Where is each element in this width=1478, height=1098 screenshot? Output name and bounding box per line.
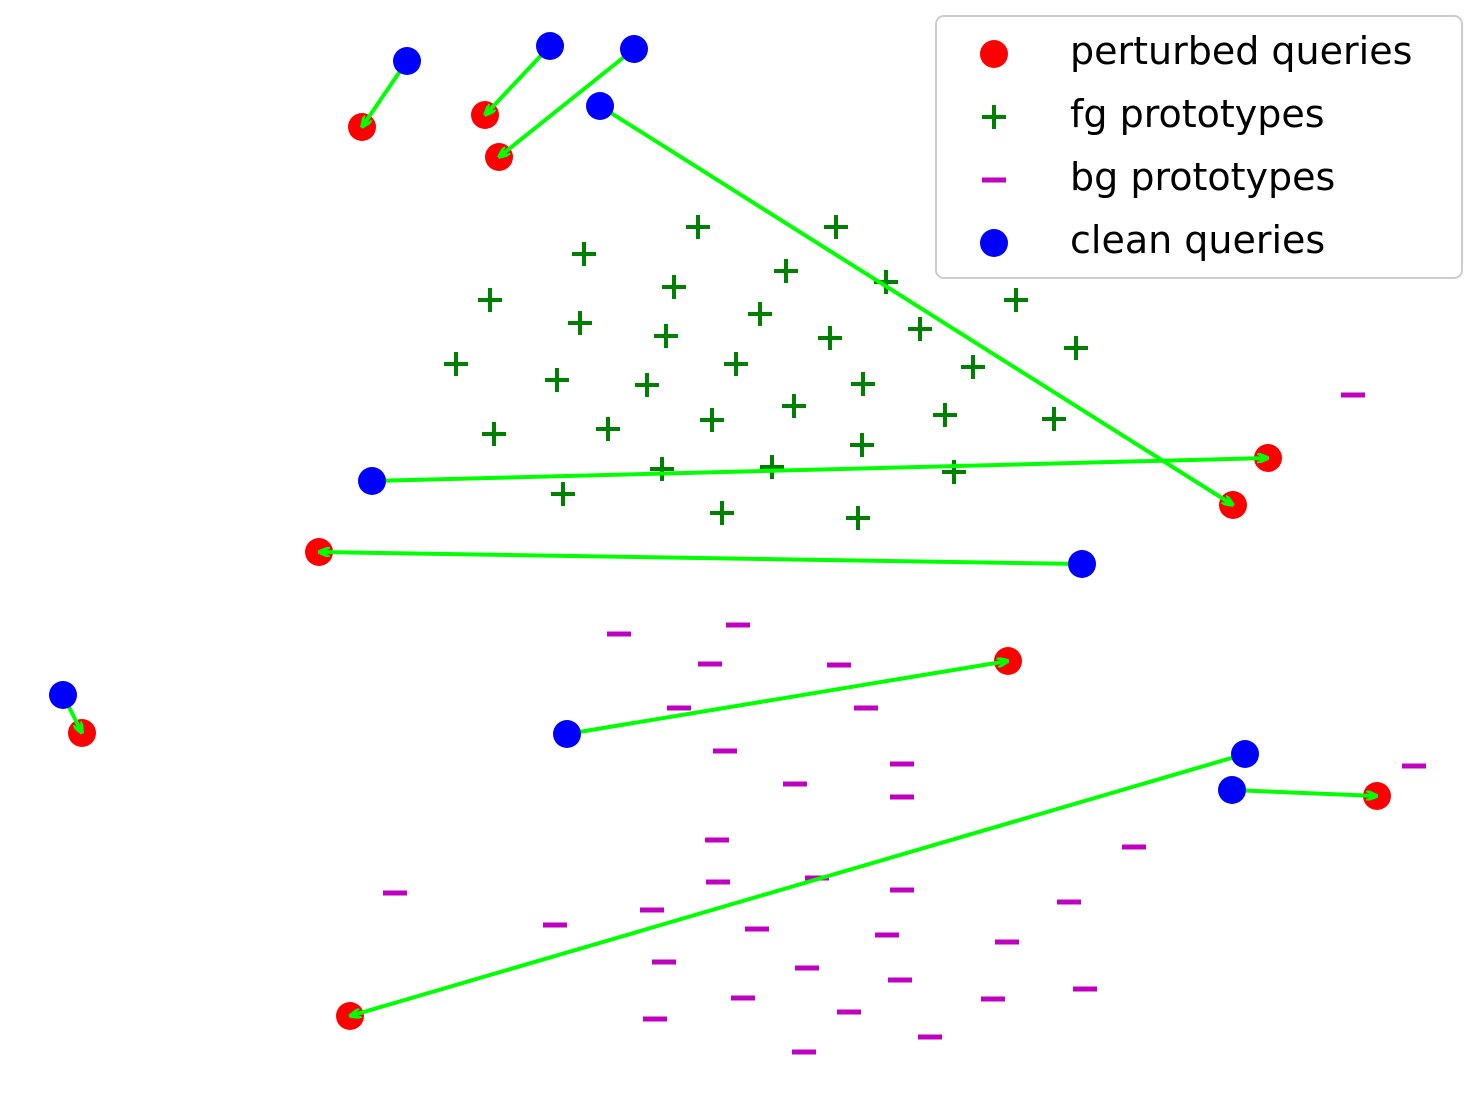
- legend-box: [935, 15, 1463, 279]
- fg-prototypes-point-27: [650, 457, 674, 481]
- fg-prototypes-point-15: [724, 352, 748, 376]
- fg-prototypes-point-10: [908, 317, 932, 341]
- legend-label-perturbed-queries: perturbed queries: [1070, 29, 1412, 73]
- clean-queries-point-7: [553, 720, 581, 748]
- fg-prototypes-point-3: [774, 259, 798, 283]
- arrow-8: [350, 752, 1246, 1016]
- arrow-5: [319, 552, 1083, 566]
- arrow-6: [566, 661, 1008, 736]
- clean-queries-point-5: [1068, 550, 1096, 578]
- fg-prototypes-point-18: [635, 373, 659, 397]
- clean-queries-point-8: [1231, 740, 1259, 768]
- fg-prototypes-point-2: [572, 242, 596, 266]
- fg-prototypes-point-4: [662, 275, 686, 299]
- fg-prototypes-point-11: [654, 324, 678, 348]
- fg-prototypes-point-1: [824, 215, 848, 239]
- fg-prototypes-point-26: [850, 433, 874, 457]
- clean-queries-point-9: [1218, 776, 1246, 804]
- fg-prototypes-point-25: [596, 417, 620, 441]
- fg-prototypes-point-6: [478, 288, 502, 312]
- arrow-1: [485, 44, 552, 115]
- clean-queries-point-6: [49, 681, 77, 709]
- fg-prototypes-point-20: [782, 394, 806, 418]
- fg-prototypes-point-13: [1064, 336, 1088, 360]
- fg-prototypes-point-28: [760, 455, 784, 479]
- fg-prototypes-point-17: [545, 368, 569, 392]
- clean-queries-point-2: [620, 35, 648, 63]
- fg-prototypes-layer: [444, 215, 1088, 530]
- clean-queries-point-3: [586, 92, 614, 120]
- fg-prototypes-point-22: [933, 403, 957, 427]
- fg-prototypes-point-9: [568, 311, 592, 335]
- fg-prototypes-point-19: [851, 372, 875, 396]
- fg-prototypes-point-24: [482, 422, 506, 446]
- fg-prototypes-point-16: [961, 355, 985, 379]
- arrow-9: [1231, 788, 1377, 796]
- arrows-layer: [61, 44, 1377, 1016]
- bg-prototypes-layer: [383, 392, 1426, 1055]
- legend-label-fg-prototypes: fg prototypes: [1070, 92, 1325, 136]
- clean-queries-point-4: [358, 467, 386, 495]
- fg-prototypes-point-31: [710, 501, 734, 525]
- legend-marker-perturbed-queries: [980, 40, 1008, 68]
- arrow-3: [598, 104, 1233, 505]
- legend-marker-fg-prototypes: [982, 105, 1006, 129]
- fg-prototypes-point-8: [748, 302, 772, 326]
- legend-marker-clean-queries: [980, 229, 1008, 257]
- fg-prototypes-point-32: [846, 506, 870, 530]
- fg-prototypes-point-7: [1004, 288, 1028, 312]
- fg-prototypes-point-0: [686, 215, 710, 239]
- clean-queries-point-0: [393, 47, 421, 75]
- fg-prototypes-point-30: [551, 482, 575, 506]
- legend-label-clean-queries: clean queries: [1070, 218, 1325, 262]
- arrow-4: [371, 458, 1268, 483]
- arrow-2: [499, 47, 636, 157]
- fg-prototypes-point-23: [1042, 407, 1066, 431]
- legend-label-bg-prototypes: bg prototypes: [1070, 155, 1335, 199]
- clean-queries-layer: [49, 32, 1259, 804]
- legend: perturbed queries fg prototypes bg proto…: [935, 15, 1463, 279]
- clean-queries-point-1: [536, 32, 564, 60]
- fg-prototypes-point-14: [444, 352, 468, 376]
- fg-prototypes-point-29: [942, 460, 966, 484]
- fg-prototypes-point-21: [700, 408, 724, 432]
- fg-prototypes-point-12: [818, 326, 842, 350]
